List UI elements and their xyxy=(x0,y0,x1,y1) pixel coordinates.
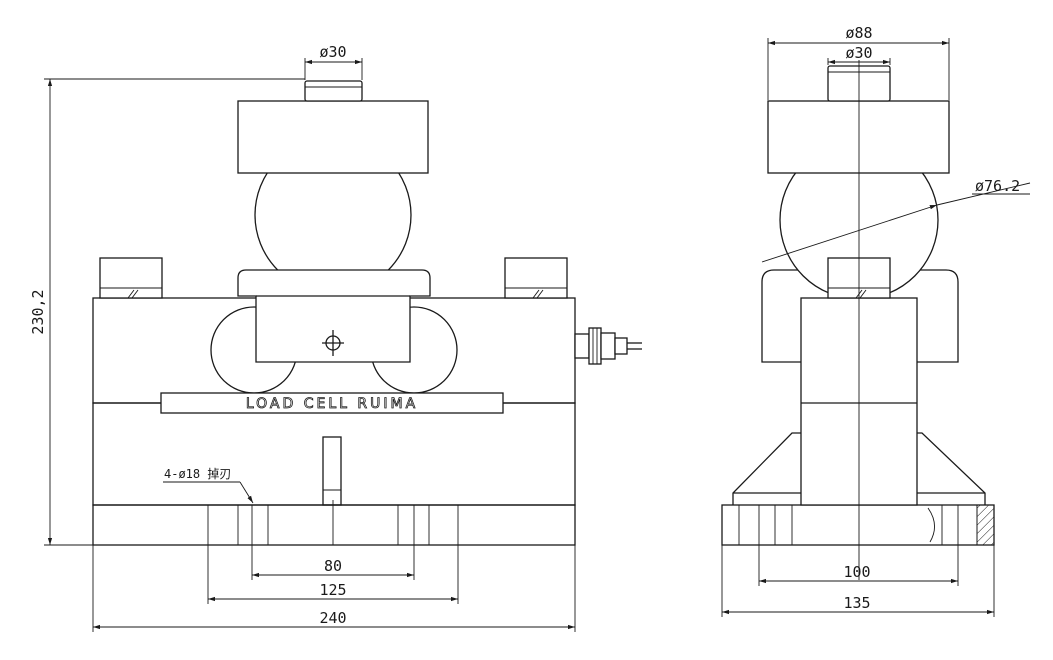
front-yoke xyxy=(237,269,431,363)
front-name-plate xyxy=(160,392,504,414)
dim-240: 240 xyxy=(319,609,346,627)
front-right-bolt xyxy=(504,257,568,299)
dim-top-pin: ø30 xyxy=(319,43,346,61)
front-cable-connector xyxy=(574,327,642,365)
front-slot xyxy=(322,436,342,506)
dim-cap: ø88 xyxy=(845,24,872,42)
dim-ball: ø76.2 xyxy=(975,177,1020,195)
front-base-holes xyxy=(207,500,459,545)
dim-100: 100 xyxy=(843,563,870,581)
side-hatch xyxy=(976,504,995,546)
side-view: ø88 ø30 ø76.2 100 135 xyxy=(721,24,1031,617)
side-base-holes xyxy=(738,504,995,546)
hole-label: 4-ø18 掉刃 xyxy=(164,467,231,481)
dim-pin: ø30 xyxy=(845,44,872,62)
front-base-plate xyxy=(92,504,576,546)
side-top-cap xyxy=(767,100,950,174)
dim-80: 80 xyxy=(324,557,342,575)
side-base xyxy=(721,504,995,546)
dim-height: 230,2 xyxy=(29,289,47,334)
front-top-cap xyxy=(237,100,429,174)
dim-125: 125 xyxy=(319,581,346,599)
front-view: LOAD CELL RUIMA xyxy=(29,43,642,632)
front-top-pin xyxy=(304,80,363,102)
dim-135: 135 xyxy=(843,594,870,612)
front-left-bolt xyxy=(99,257,163,299)
plate-text: LOAD CELL RUIMA xyxy=(246,396,418,412)
